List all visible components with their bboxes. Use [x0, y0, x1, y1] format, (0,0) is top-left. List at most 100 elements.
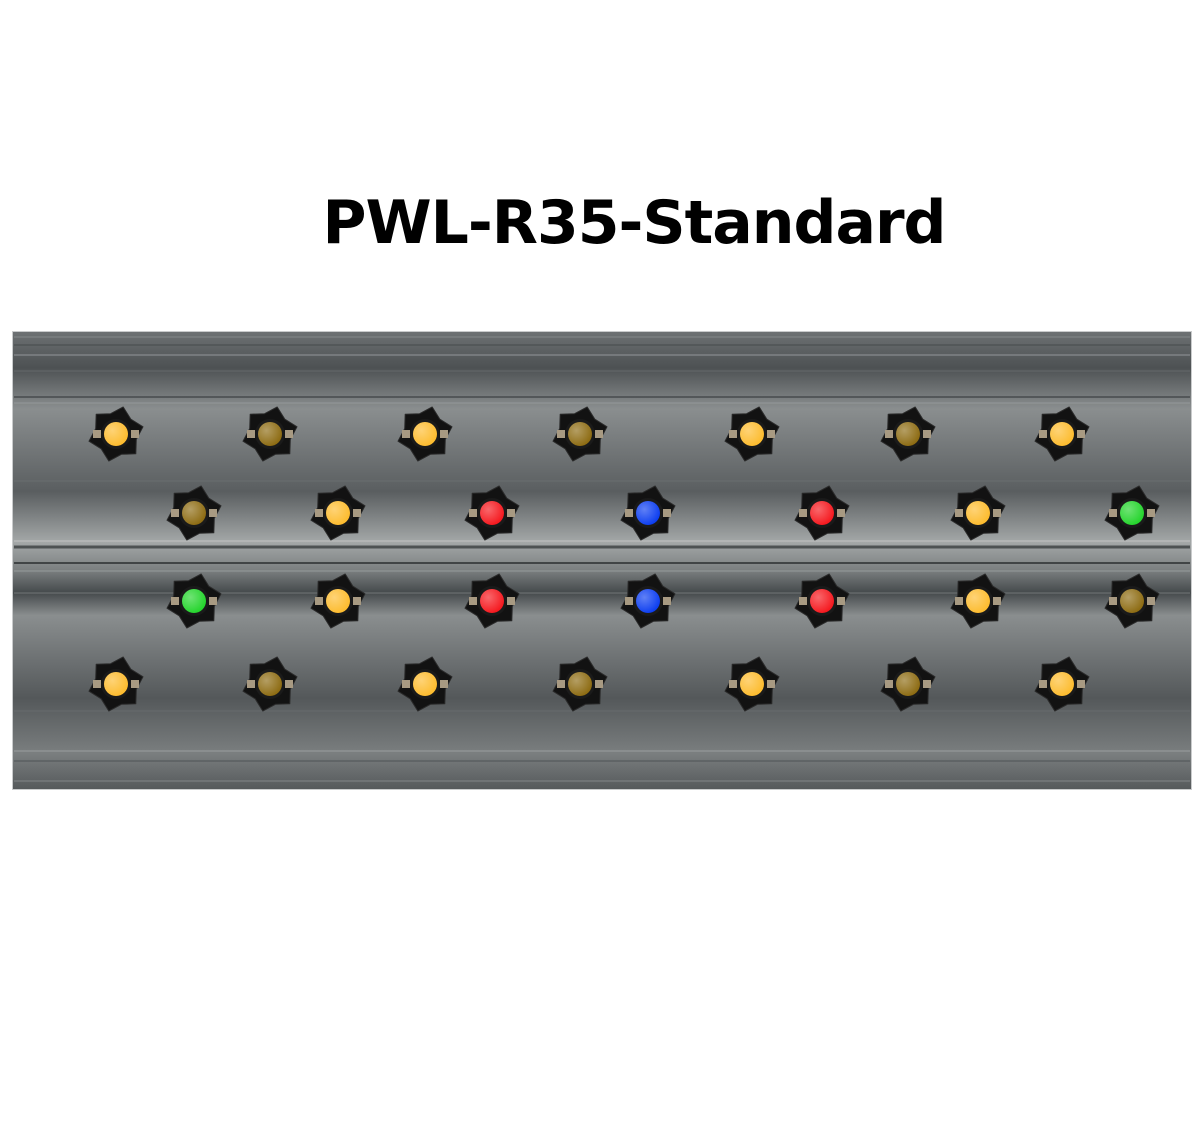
led-pad-left	[885, 680, 893, 688]
led-pad-right	[209, 509, 217, 517]
led-shine	[480, 501, 504, 525]
led-pad-left	[247, 430, 255, 438]
led-pad-left	[729, 430, 737, 438]
led-green	[1104, 485, 1160, 541]
led-pad-right	[663, 509, 671, 517]
led-amber	[242, 406, 298, 462]
led-shine	[568, 422, 592, 446]
led-pad-right	[131, 430, 139, 438]
led-pad-left	[625, 509, 633, 517]
led-red	[464, 573, 520, 629]
led-pad-right	[767, 680, 775, 688]
led-pad-left	[247, 680, 255, 688]
led-yellow	[88, 406, 144, 462]
led-blue	[620, 485, 676, 541]
led-pad-right	[353, 597, 361, 605]
led-pad-left	[402, 430, 410, 438]
led-pad-right	[1077, 680, 1085, 688]
led-shine	[966, 589, 990, 613]
led-pad-right	[440, 680, 448, 688]
led-pad-left	[799, 597, 807, 605]
led-pad-left	[955, 509, 963, 517]
led-pad-left	[93, 680, 101, 688]
led-pad-right	[993, 509, 1001, 517]
led-amber	[880, 656, 936, 712]
led-pad-left	[469, 597, 477, 605]
led-pad-right	[353, 509, 361, 517]
led-pad-left	[315, 509, 323, 517]
led-yellow	[1034, 406, 1090, 462]
led-pad-right	[923, 430, 931, 438]
led-pad-right	[595, 680, 603, 688]
led-pad-right	[993, 597, 1001, 605]
led-shine	[896, 422, 920, 446]
led-pad-left	[1039, 680, 1047, 688]
led-shine	[258, 422, 282, 446]
led-yellow	[950, 485, 1006, 541]
led-pad-left	[93, 430, 101, 438]
led-pad-left	[402, 680, 410, 688]
led-pad-left	[315, 597, 323, 605]
led-pad-right	[923, 680, 931, 688]
led-amber	[552, 656, 608, 712]
led-shine	[326, 501, 350, 525]
led-pad-left	[557, 680, 565, 688]
led-shine	[413, 672, 437, 696]
led-yellow	[397, 406, 453, 462]
led-pad-right	[507, 597, 515, 605]
led-red	[794, 573, 850, 629]
led-pad-right	[1077, 430, 1085, 438]
led-shine	[480, 589, 504, 613]
led-yellow	[310, 573, 366, 629]
led-yellow	[310, 485, 366, 541]
led-pad-right	[285, 680, 293, 688]
led-pad-left	[625, 597, 633, 605]
led-yellow	[1034, 656, 1090, 712]
led-yellow	[88, 656, 144, 712]
led-shine	[326, 589, 350, 613]
led-shine	[896, 672, 920, 696]
led-shine	[104, 422, 128, 446]
led-yellow	[950, 573, 1006, 629]
housing-body	[12, 331, 1192, 790]
led-pad-left	[955, 597, 963, 605]
led-shine	[568, 672, 592, 696]
led-fixture-housing	[12, 331, 1192, 790]
led-shine	[104, 672, 128, 696]
led-pad-right	[440, 430, 448, 438]
led-shine	[1050, 422, 1074, 446]
led-yellow	[397, 656, 453, 712]
led-shine	[1050, 672, 1074, 696]
led-pad-right	[131, 680, 139, 688]
led-shine	[810, 589, 834, 613]
led-shine	[966, 501, 990, 525]
product-title: PWL-R35-Standard	[322, 188, 947, 258]
led-pad-left	[469, 509, 477, 517]
led-blue	[620, 573, 676, 629]
led-pad-right	[1147, 597, 1155, 605]
led-array	[88, 406, 1160, 712]
led-pad-right	[285, 430, 293, 438]
led-pad-right	[767, 430, 775, 438]
led-pad-right	[507, 509, 515, 517]
led-amber	[1104, 573, 1160, 629]
led-shine	[636, 589, 660, 613]
led-shine	[740, 672, 764, 696]
led-amber	[552, 406, 608, 462]
led-pad-right	[837, 597, 845, 605]
led-shine	[258, 672, 282, 696]
led-pad-right	[837, 509, 845, 517]
led-pad-left	[557, 430, 565, 438]
led-pad-left	[171, 509, 179, 517]
led-yellow	[724, 406, 780, 462]
led-pad-right	[595, 430, 603, 438]
led-red	[794, 485, 850, 541]
led-pad-left	[171, 597, 179, 605]
led-red	[464, 485, 520, 541]
led-pad-left	[1109, 597, 1117, 605]
led-shine	[413, 422, 437, 446]
led-pad-left	[729, 680, 737, 688]
led-pad-left	[885, 430, 893, 438]
led-pad-right	[1147, 509, 1155, 517]
led-amber	[880, 406, 936, 462]
